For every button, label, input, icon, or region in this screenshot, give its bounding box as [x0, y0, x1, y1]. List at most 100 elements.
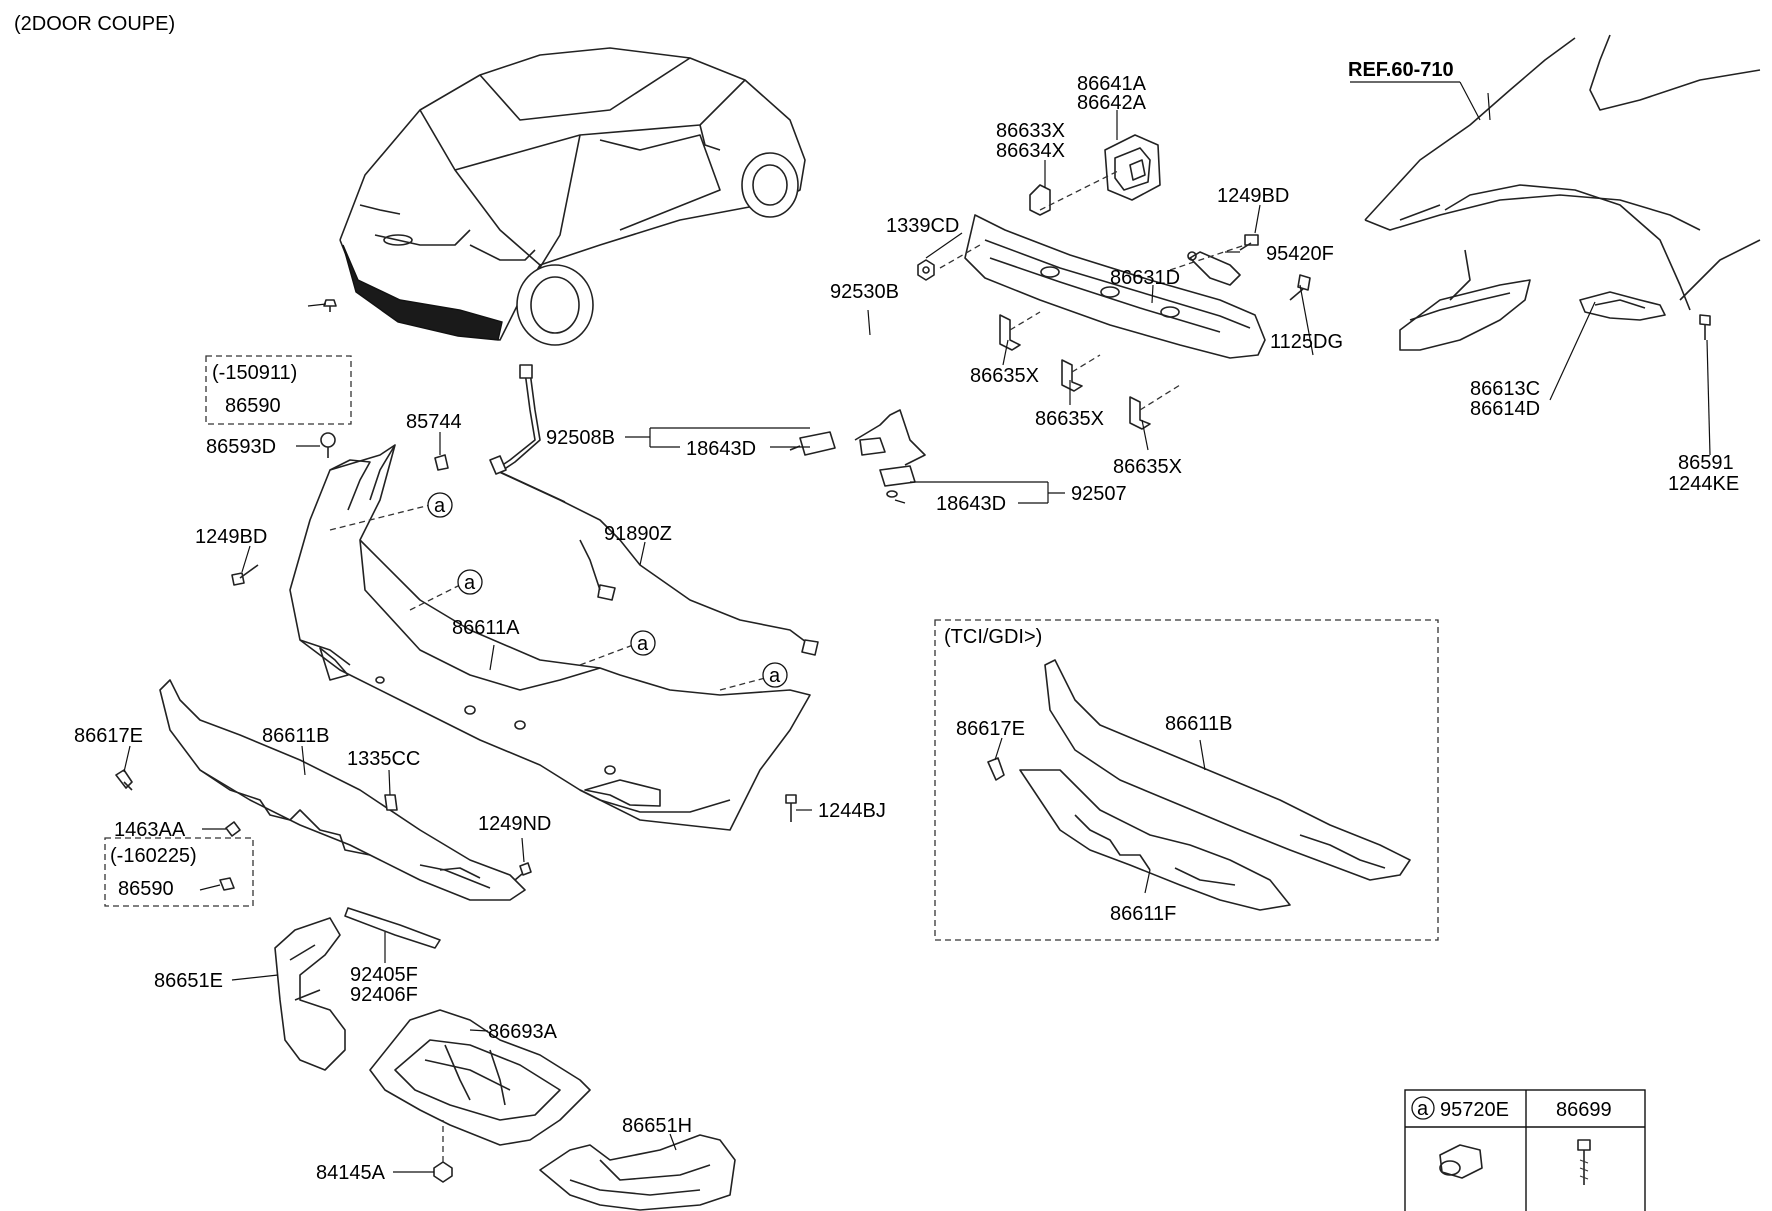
- label-86617E-2: 86617E: [956, 718, 1025, 740]
- label-91890Z: 91890Z: [604, 523, 672, 545]
- box-tci-gdi: [934, 619, 1439, 941]
- label-86613C: 86613C: [1470, 378, 1540, 400]
- label-95420F: 95420F: [1266, 243, 1334, 265]
- marker-a-2-text: a: [464, 572, 476, 594]
- label-1339CD: 1339CD: [886, 215, 959, 237]
- screw-86699: [1577, 1139, 1591, 1185]
- marker-a-1: [427, 492, 453, 518]
- label-86591: 86591: [1678, 452, 1734, 474]
- label-1244BJ: 1244BJ: [818, 800, 886, 822]
- label-86651H: 86651H: [622, 1115, 692, 1137]
- label-1463AA: 1463AA: [114, 819, 186, 841]
- lamp-92508B: [789, 431, 836, 456]
- label-86642A: 86642A: [1077, 92, 1147, 114]
- label-18643D-1: 18643D: [686, 438, 756, 460]
- clips-86635X: [999, 314, 1151, 430]
- lamp-92507: [879, 465, 916, 498]
- label-85744: 85744: [406, 411, 462, 433]
- label-1249BD-top: 1249BD: [1217, 185, 1289, 207]
- bolt-86591: [1699, 314, 1711, 340]
- label-86611F: 86611F: [1110, 903, 1176, 925]
- box1-86590-clip: [323, 299, 337, 312]
- label-86641A: 86641A: [1077, 73, 1147, 95]
- liner-panel: [1399, 249, 1531, 351]
- label-tci-cond: (TCI/GDI>): [944, 626, 1042, 648]
- label-86651E: 86651E: [154, 970, 223, 992]
- label-86611B-1: 86611B: [262, 725, 329, 747]
- label-86635X-1: 86635X: [970, 365, 1039, 387]
- ref-label: REF.60-710: [1348, 59, 1454, 81]
- legend-table: [1404, 1089, 1646, 1211]
- label-1125DG: 1125DG: [1270, 331, 1343, 353]
- circle-markers: [329, 492, 788, 691]
- marker-a-3: [630, 630, 656, 656]
- rear-bumper-cover-86611A: [289, 444, 811, 831]
- legend-marker-text: a: [1417, 1098, 1429, 1120]
- legend-col2: 86699: [1556, 1099, 1612, 1121]
- label-92507: 92507: [1071, 483, 1127, 505]
- box-160225: [104, 837, 254, 907]
- bracket-86613C: [1579, 291, 1666, 321]
- bracket-86641A: [1104, 134, 1161, 201]
- label-1244KE: 1244KE: [1668, 473, 1739, 495]
- bracket-86617E-left: [115, 769, 133, 791]
- label-92406F: 92406F: [350, 984, 418, 1006]
- sensor-harness-92530B: [854, 409, 926, 466]
- bracket-86633X: [1029, 184, 1051, 216]
- box2-86590-clip: [219, 877, 235, 891]
- rear-beam-86631D: [964, 214, 1266, 359]
- beam-leaders: [939, 169, 1246, 411]
- bolt-1244BJ: [785, 794, 797, 822]
- box-150911: [205, 355, 352, 425]
- nut-84145A: [433, 1120, 453, 1183]
- splash-shield-86651E: [274, 917, 346, 1071]
- bolt-1249BD-left: [231, 564, 259, 586]
- bolt-1249ND: [514, 862, 532, 881]
- label-86634X: 86634X: [996, 140, 1065, 162]
- variant-title: (2DOOR COUPE): [14, 13, 175, 35]
- clip-85744: [434, 454, 449, 471]
- tci-bracket-86617E: [987, 757, 1005, 781]
- wiring-91890Z: [489, 364, 819, 656]
- label-92405F: 92405F: [350, 964, 418, 986]
- leader-lines: [123, 92, 1711, 1173]
- label-86614D: 86614D: [1470, 398, 1540, 420]
- marker-a-2: [457, 569, 483, 595]
- label-box1-cond: (-150911): [212, 362, 297, 384]
- car-illustration: [339, 47, 806, 346]
- label-1249BD-left: 1249BD: [195, 526, 267, 548]
- label-86635X-3: 86635X: [1113, 456, 1182, 478]
- label-86611B-2: 86611B: [1165, 713, 1232, 735]
- tci-lower-86611F: [1019, 769, 1291, 911]
- label-86635X-2: 86635X: [1035, 408, 1104, 430]
- label-86693A: 86693A: [488, 1021, 558, 1043]
- marker-a-4-text: a: [769, 665, 781, 687]
- lower-diffuser-86611B: [159, 679, 526, 901]
- tci-diffuser-86611B: [1044, 659, 1411, 881]
- label-86590-2: 86590: [118, 878, 174, 900]
- clip-1335CC: [384, 794, 398, 811]
- label-92508B: 92508B: [546, 427, 615, 449]
- bolt-1249BD-top: [1239, 234, 1259, 251]
- reflector-92405F: [344, 907, 441, 949]
- legend-col1: 95720E: [1440, 1099, 1509, 1121]
- nut-1463AA: [225, 821, 241, 837]
- label-84145A: 84145A: [316, 1162, 386, 1184]
- label-86590-1: 86590: [225, 395, 281, 417]
- label-18643D-2: 18643D: [936, 493, 1006, 515]
- label-86633X: 86633X: [996, 120, 1065, 142]
- marker-a-3-text: a: [637, 633, 649, 655]
- splash-shield-86651H: [539, 1134, 736, 1211]
- undercover-86693A: [369, 1009, 591, 1146]
- label-86631D: 86631D: [1110, 267, 1180, 289]
- sensor-95720E: [1439, 1144, 1483, 1179]
- bracket-95420F: [1187, 251, 1241, 286]
- label-86617E-1: 86617E: [74, 725, 143, 747]
- label-box2-cond: (-160225): [110, 845, 197, 867]
- nut-1339CD: [917, 259, 935, 281]
- clip-86593D: [320, 432, 336, 458]
- label-92530B: 92530B: [830, 281, 899, 303]
- label-1249ND: 1249ND: [478, 813, 551, 835]
- label-1335CC: 1335CC: [347, 748, 420, 770]
- label-86611A: 86611A: [452, 617, 520, 639]
